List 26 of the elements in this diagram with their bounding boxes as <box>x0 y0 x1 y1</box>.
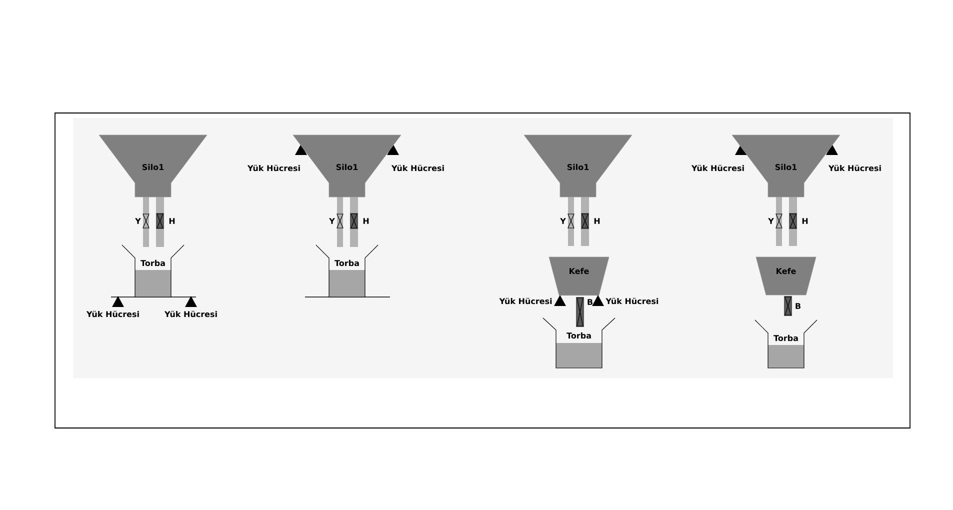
part-label: H <box>802 218 808 224</box>
node-label: Torba <box>140 260 165 266</box>
weigh-hopper: Kefe <box>756 256 816 296</box>
bag: Torba <box>316 244 378 298</box>
silo-hopper: Silo1 <box>524 134 632 198</box>
part-label: H <box>594 218 600 224</box>
bag: Torba <box>542 318 616 368</box>
weigh-hopper: Kefe <box>548 256 610 296</box>
node-label: Torba <box>774 334 798 342</box>
node-label: Torba <box>334 260 359 266</box>
part-label: Y <box>560 218 566 224</box>
part-label: H <box>363 218 369 224</box>
part-label: Yük Hücresi <box>164 310 217 318</box>
bag: Torba <box>122 244 184 298</box>
node-label: Torba <box>566 332 591 339</box>
part-label: B <box>588 299 592 305</box>
bag: Torba <box>754 320 818 368</box>
part-label: B <box>796 303 800 309</box>
part-label: Y <box>768 218 774 224</box>
part-label: Y <box>135 218 141 224</box>
part-label: Yük Hücresi <box>499 298 552 304</box>
part-label: Yük Hücresi <box>606 298 658 304</box>
part-label: Yük Hücresi <box>86 310 139 318</box>
part-label: H <box>169 218 175 224</box>
part-label: Y <box>329 218 335 224</box>
silo-hopper: Silo1 <box>98 134 208 198</box>
